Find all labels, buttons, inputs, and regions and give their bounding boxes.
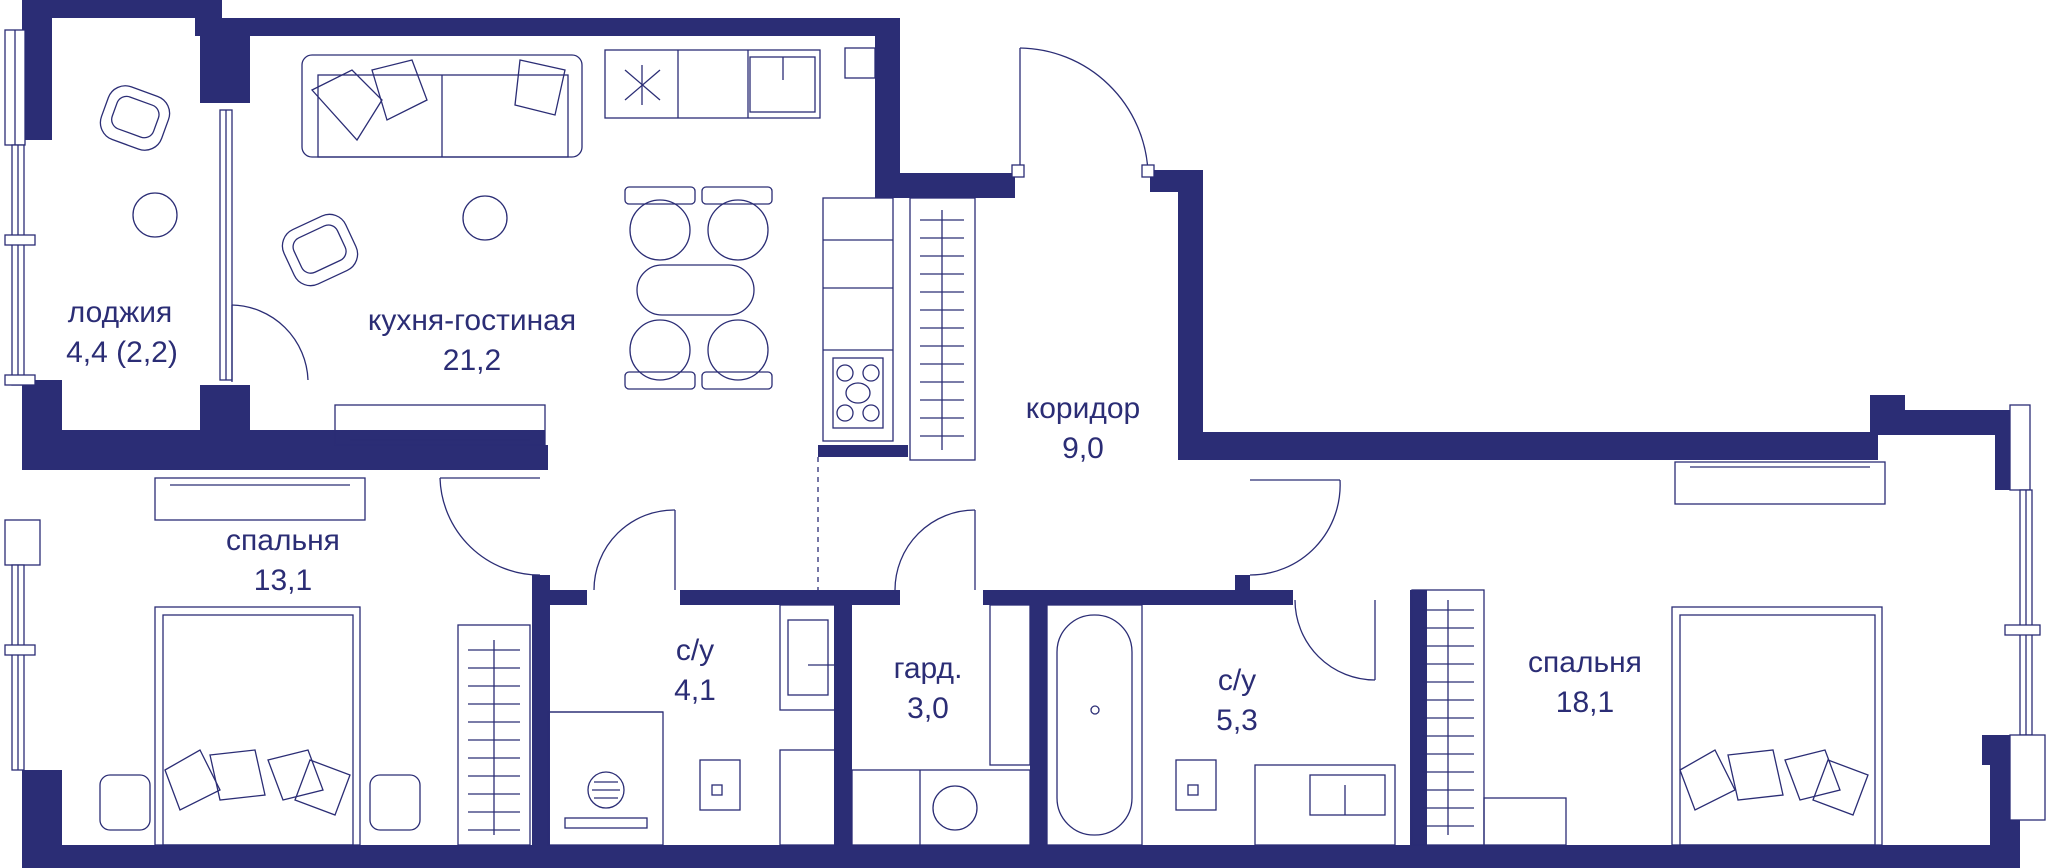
- door-icon: [1011, 47, 1155, 178]
- walls: [22, 0, 2020, 868]
- shower-icon: [547, 711, 664, 846]
- room-name: коридор: [1026, 392, 1140, 425]
- door-icon: [593, 509, 676, 591]
- room-label-corridor: коридор 9,0: [1026, 392, 1140, 465]
- sink-icon: [749, 56, 816, 113]
- armchair-icon: [99, 85, 171, 151]
- room-label-bedroom-left: спальня 13,1: [226, 524, 340, 597]
- dining-table-icon: [624, 186, 773, 390]
- toilet-icon: [1175, 759, 1217, 811]
- windows: [4, 29, 2046, 821]
- side-table-icon: [462, 195, 508, 241]
- window-icon: [219, 109, 233, 381]
- armchair-icon: [281, 213, 359, 287]
- stove-icon: [624, 65, 661, 105]
- stove-icon: [832, 357, 884, 429]
- room-area: 9,0: [1062, 432, 1104, 465]
- side-table-icon: [132, 192, 178, 238]
- room-area: 4,4 (2,2): [66, 336, 178, 369]
- bed-icon: [154, 606, 361, 846]
- kitchen-counter-icon: [604, 47, 876, 119]
- tv-stand-icon: [154, 477, 366, 521]
- room-area: 3,0: [907, 692, 949, 725]
- wardrobe-icon: [909, 197, 976, 461]
- room-name: кухня-гостиная: [368, 304, 576, 337]
- room-area: 21,2: [443, 344, 501, 377]
- room-label-kitchen-living: кухня-гостиная 21,2: [368, 304, 576, 377]
- room-label-bathroom-2: с/у 5,3: [1216, 664, 1258, 737]
- window-icon: [2004, 404, 2046, 821]
- toilet-icon: [699, 759, 741, 811]
- tv-stand-icon: [1674, 461, 1886, 505]
- nightstand-icon: [369, 774, 421, 831]
- room-name: с/у: [676, 634, 714, 667]
- room-label-bathroom-1: с/у 4,1: [674, 634, 716, 707]
- window-icon: [4, 29, 26, 146]
- door-icon: [231, 304, 309, 382]
- sink-icon: [1254, 764, 1396, 846]
- door-icon: [1294, 599, 1376, 681]
- room-name: с/у: [1218, 664, 1256, 697]
- wardrobe-icon: [457, 624, 531, 846]
- room-area: 4,1: [674, 674, 716, 707]
- bathtub-icon: [1046, 604, 1143, 846]
- wardrobe-icon: [1411, 589, 1485, 846]
- desk-icon: [1483, 797, 1567, 846]
- room-name: спальня: [1528, 646, 1642, 679]
- room-name: гард.: [894, 652, 963, 685]
- room-name: спальня: [226, 524, 340, 557]
- room-label-bedroom-right: спальня 18,1: [1528, 646, 1642, 719]
- room-area: 18,1: [1556, 686, 1614, 719]
- sink-icon: [779, 604, 839, 711]
- room-area: 13,1: [254, 564, 312, 597]
- bed-icon: [1671, 606, 1883, 846]
- sofa-icon: [301, 54, 583, 158]
- wardrobe-shelf-icon: [989, 604, 1031, 766]
- room-label-loggia: лоджия 4,4 (2,2): [66, 296, 178, 369]
- tv-stand-icon: [334, 404, 546, 446]
- door-icon: [1249, 479, 1341, 576]
- room-name: лоджия: [68, 296, 172, 329]
- washing-machine-icon: [851, 769, 1031, 846]
- room-area: 5,3: [1216, 704, 1258, 737]
- door-icon: [894, 509, 976, 591]
- room-label-wardrobe: гард. 3,0: [894, 652, 963, 725]
- kitchen-column-icon: [822, 197, 894, 442]
- window-icon: [4, 519, 41, 771]
- door-icon: [439, 477, 541, 576]
- doors: [231, 47, 1376, 681]
- window-icon: [4, 144, 36, 386]
- nightstand-icon: [99, 774, 151, 831]
